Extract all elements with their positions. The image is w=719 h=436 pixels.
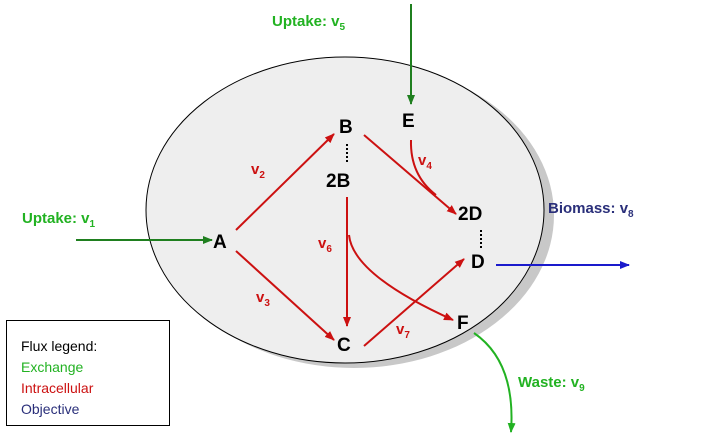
flux-label-v1: Uptake: v1 [22,210,96,230]
flux-v7-arrow [363,258,465,347]
node-e: E [402,111,415,132]
flux-v3-arrow [235,250,335,341]
node-2d: 2D [458,204,482,225]
legend-objective: Objective [21,401,80,417]
flux-label-v3: v3 [256,289,270,309]
flux-v9-arrow [473,332,516,433]
legend-title: Flux legend: [21,338,98,354]
flux-v4-arrow-e [409,139,437,196]
flux-label-v4: v4 [418,152,432,172]
flux-label-v5: Uptake: v5 [272,13,346,33]
cell-compartment [145,56,545,364]
node-a: A [213,232,227,253]
legend-intracellular: Intracellular [21,380,94,396]
node-f: F [457,313,469,334]
node-2b: 2B [326,171,350,192]
node-d: D [471,252,485,273]
legend-exchange: Exchange [21,359,84,375]
node-c: C [337,335,351,356]
node-b: B [339,117,353,138]
flux-label-v6: v6 [318,235,332,255]
flux-legend: Flux legend: Exchange Intracellular Obje… [6,320,170,426]
flux-v6-arrow-f [348,234,454,321]
flux-label-v8: Biomass: v8 [548,200,634,220]
flux-v4-arrow-b [363,134,457,215]
flux-label-v2: v2 [251,161,265,181]
flux-label-v9: Waste: v9 [518,374,585,394]
flux-label-v7: v7 [396,321,410,341]
flux-v2-arrow [235,133,335,231]
